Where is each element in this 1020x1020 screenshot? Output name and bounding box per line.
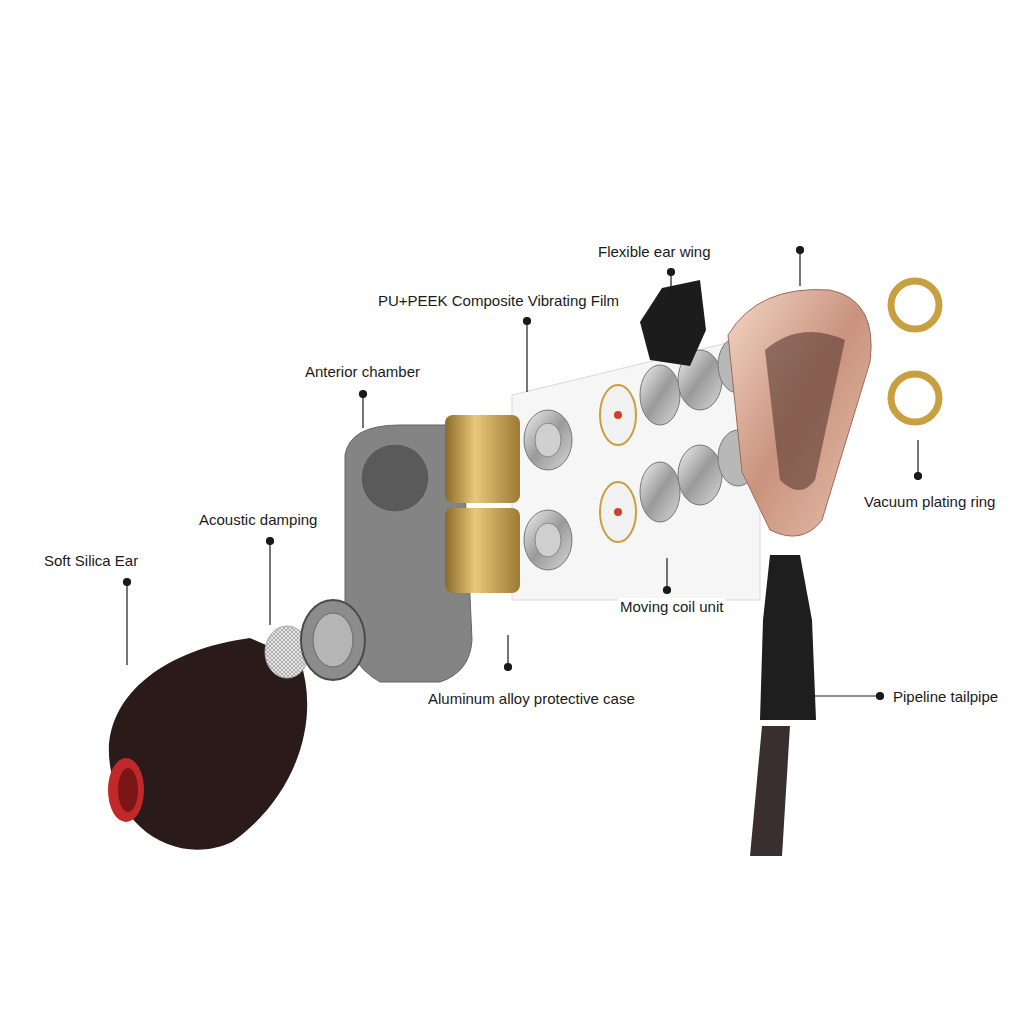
illustration-part bbox=[526, 321, 527, 392]
part-label: Anterior chamber bbox=[303, 363, 422, 381]
illustration-part bbox=[445, 415, 520, 503]
illustration-part bbox=[891, 374, 939, 422]
illustration-part bbox=[361, 444, 429, 512]
illustration-part bbox=[445, 508, 520, 593]
illustration-part bbox=[915, 473, 922, 480]
illustration-part bbox=[524, 410, 572, 470]
illustration-part bbox=[118, 768, 138, 812]
illustration-part bbox=[108, 758, 144, 822]
illustration-part bbox=[360, 391, 367, 398]
illustration-part bbox=[640, 462, 680, 522]
illustration-part bbox=[614, 411, 622, 419]
illustration-part bbox=[600, 482, 636, 542]
illustration-part bbox=[505, 664, 512, 671]
illustration-part bbox=[507, 635, 508, 667]
illustration-part bbox=[750, 726, 790, 856]
illustration-part bbox=[600, 385, 636, 445]
part-label: Acoustic damping bbox=[197, 511, 319, 529]
illustration-part bbox=[805, 695, 880, 696]
illustration-part bbox=[917, 440, 918, 476]
illustration-part bbox=[126, 582, 127, 665]
illustration-part bbox=[267, 538, 274, 545]
illustration-part bbox=[524, 510, 572, 570]
leader-lines bbox=[124, 247, 922, 700]
part-label: PU+PEEK Composite Vibrating Film bbox=[376, 292, 621, 310]
transparent-box bbox=[512, 335, 760, 600]
tailpipe bbox=[750, 555, 816, 856]
aluminum-case bbox=[445, 415, 520, 593]
part-label: Pipeline tailpipe bbox=[891, 688, 1000, 706]
illustration-part bbox=[313, 613, 353, 667]
illustration-part bbox=[877, 693, 884, 700]
part-label: Aluminum alloy protective case bbox=[426, 690, 637, 708]
moving-coil-units bbox=[524, 337, 758, 570]
illustration-part bbox=[668, 269, 675, 276]
part-label: Flexible ear wing bbox=[596, 243, 713, 261]
part-label: Moving coil unit bbox=[618, 598, 725, 616]
part-label: Vacuum plating ring bbox=[862, 493, 997, 511]
illustration-part bbox=[614, 508, 622, 516]
rear-shell bbox=[728, 290, 871, 537]
illustration-part bbox=[269, 541, 270, 625]
illustration-part bbox=[640, 365, 680, 425]
part-label: Soft Silica Ear bbox=[42, 552, 140, 570]
illustration-part bbox=[301, 600, 365, 680]
illustration-part bbox=[678, 445, 722, 505]
illustration-part bbox=[797, 247, 804, 254]
ear-wing bbox=[640, 280, 706, 366]
illustration-part bbox=[728, 290, 871, 537]
illustration-part bbox=[124, 579, 131, 586]
illustration-part bbox=[664, 587, 671, 594]
illustration-part bbox=[535, 423, 561, 457]
illustration-part bbox=[760, 555, 816, 720]
illustration-part bbox=[362, 394, 363, 428]
illustration-part bbox=[640, 280, 706, 366]
illustration-part bbox=[524, 318, 531, 325]
illustration-part bbox=[765, 332, 845, 490]
illustration-part bbox=[666, 558, 667, 590]
plating-rings bbox=[891, 281, 939, 422]
illustration-part bbox=[891, 281, 939, 329]
illustration-part bbox=[799, 250, 800, 286]
illustration-part bbox=[670, 272, 671, 300]
illustration-part bbox=[535, 523, 561, 557]
illustration-part bbox=[512, 335, 760, 600]
